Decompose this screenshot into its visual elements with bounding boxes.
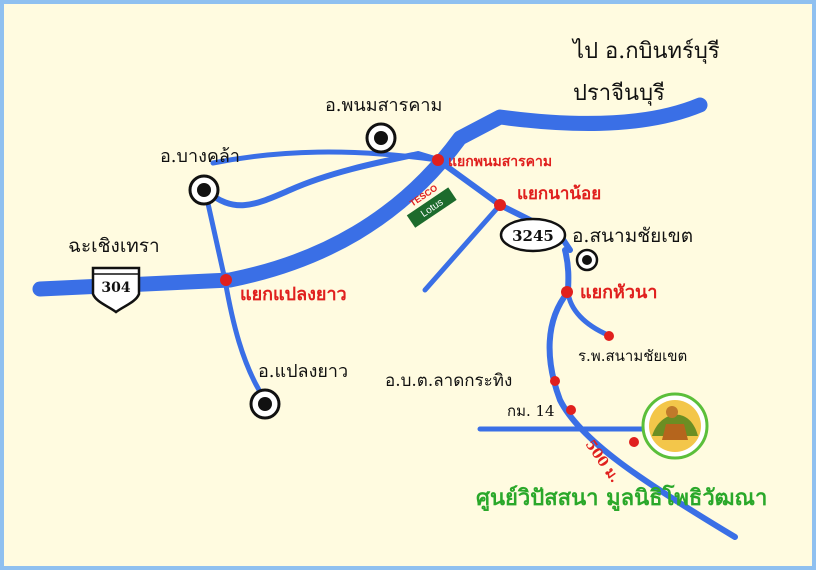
- red-dot-icon: [550, 376, 560, 386]
- red-dot-icon: [494, 199, 506, 211]
- road-na-noi-southwest: [422, 202, 503, 293]
- red-dot-icon: [604, 331, 614, 341]
- label-sanam-chai-khet-district: อ.สนามชัยเขต: [572, 225, 693, 247]
- highway-shield-icon: 304: [91, 266, 141, 314]
- target-circle-icon: [188, 174, 220, 206]
- red-dot-icon: [566, 405, 576, 415]
- label-phanom-sarakham-district: อ.พนมสารคาม: [325, 95, 442, 116]
- road-bang-khla: [202, 151, 441, 209]
- target-circle-icon: [249, 388, 281, 420]
- red-dot-icon: [561, 286, 573, 298]
- label-plaeng-yao-district: อ.แปลงยาว: [258, 361, 348, 382]
- top-right-line2: ปราจีนบุรี: [573, 81, 665, 106]
- label-sanam-chai-khet-hospital: ร.พ.สนามชัยเขต: [578, 347, 687, 365]
- red-dot-icon: [629, 437, 639, 447]
- route-number: 3245: [512, 227, 554, 245]
- road-highway-304: [32, 97, 708, 297]
- target-circle-icon: [365, 122, 397, 154]
- meditation-center-logo: [641, 392, 709, 460]
- highway-number: 304: [101, 280, 130, 296]
- road-phanom-sarakham: [210, 149, 441, 166]
- label-junction-hua-na: แยกหัวนา: [580, 282, 657, 303]
- target-circle-icon: [575, 248, 599, 272]
- label-km-marker: กม. 14: [507, 402, 555, 420]
- route-oval-icon: 3245: [499, 217, 567, 253]
- red-dot-icon: [220, 274, 232, 286]
- label-destination: ศูนย์วิปัสสนา มูลนิธิโพธิวัฒณา: [476, 484, 767, 512]
- label-lat-krathing: อ.บ.ต.ลาดกระทิง: [385, 371, 512, 391]
- red-dot-icon: [432, 154, 444, 166]
- label-junction-plaeng-yao: แยกแปลงยาว: [240, 284, 347, 305]
- top-right-line1: ไป อ.กบินทร์บุรี: [571, 38, 720, 64]
- label-junction-na-noi: แยกนาน้อย: [517, 184, 601, 204]
- label-chachoengsao: ฉะเชิงเทรา: [68, 235, 160, 257]
- label-junction-phanom-sarakham: แยกพนมสารคาม: [448, 154, 552, 170]
- label-bang-khla-district: อ.บางคล้า: [160, 146, 240, 167]
